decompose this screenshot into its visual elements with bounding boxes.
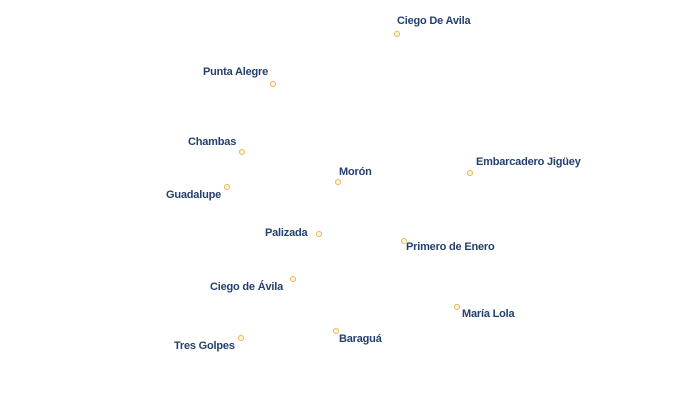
place-label: Punta Alegre (203, 66, 269, 78)
place-marker[interactable] (316, 231, 322, 237)
place-marker[interactable] (290, 276, 296, 282)
place-marker[interactable] (333, 328, 339, 334)
place-label: Guadalupe (166, 189, 222, 201)
place-marker[interactable] (454, 304, 460, 310)
place-marker[interactable] (239, 149, 245, 155)
place-label: Tres Golpes (174, 340, 235, 352)
place-marker[interactable] (467, 170, 473, 176)
place-marker[interactable] (238, 335, 244, 341)
place-label: María Lola (462, 308, 515, 320)
place-label: Chambas (188, 136, 237, 148)
place-label: Primero de Enero (406, 241, 495, 253)
place-label: Baraguá (339, 333, 382, 345)
place-label: Morón (339, 166, 372, 178)
place-label: Ciego de Ávila (210, 281, 283, 293)
place-marker[interactable] (401, 238, 407, 244)
place-label: Palizada (265, 227, 308, 239)
place-marker[interactable] (224, 184, 230, 190)
place-label: Ciego De Avila (397, 15, 471, 27)
place-marker[interactable] (270, 81, 276, 87)
place-marker[interactable] (394, 31, 400, 37)
place-marker[interactable] (335, 179, 341, 185)
place-label: Embarcadero Jigüey (476, 156, 581, 168)
